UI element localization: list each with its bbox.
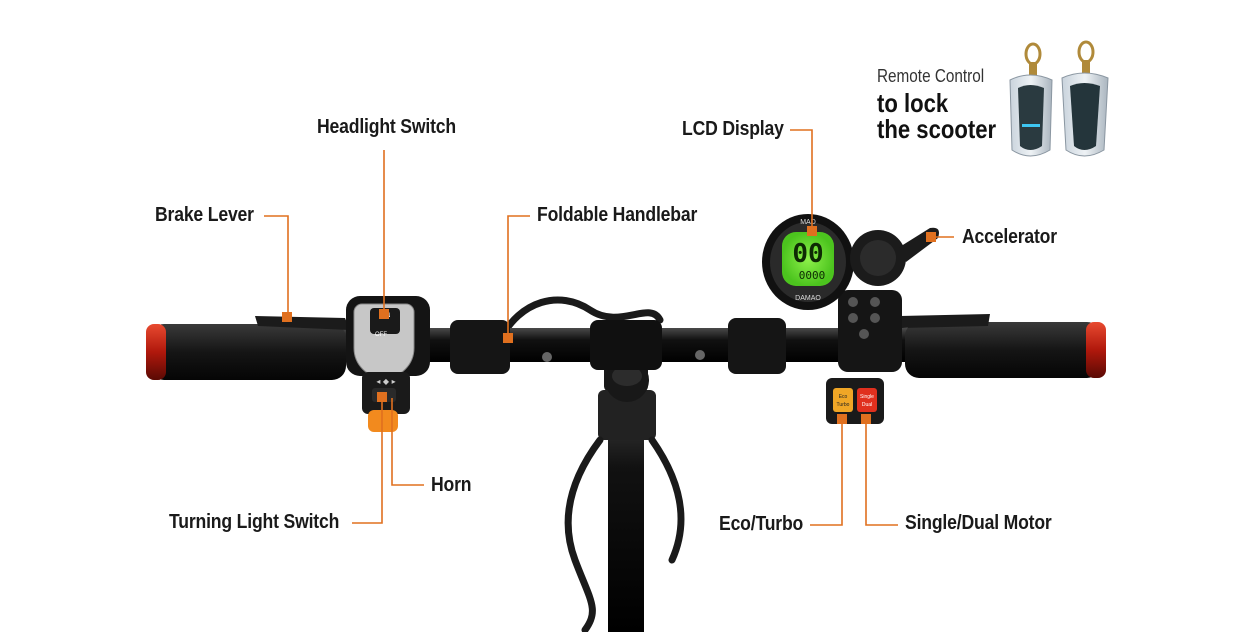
eco-turbo-button[interactable] xyxy=(833,388,853,412)
leader-foldable-handlebar xyxy=(507,215,530,337)
right-control-block xyxy=(838,290,902,372)
lcd-speed: 00 xyxy=(792,239,823,269)
label-turning-light-switch: Turning Light Switch xyxy=(169,511,340,533)
marker-single-dual xyxy=(861,414,871,424)
remote-control-caption: Remote Control xyxy=(877,66,985,86)
label-lcd-display: LCD Display xyxy=(682,118,784,140)
remote-lock-line2: the scooter xyxy=(877,114,997,144)
label-single-dual-motor: Single/Dual Motor xyxy=(905,512,1052,534)
leader-horn xyxy=(391,398,424,486)
leader-lcd-display xyxy=(790,129,813,230)
marker-brake-lever xyxy=(282,312,292,322)
stem-clamp xyxy=(590,320,662,370)
markers xyxy=(282,226,936,424)
lcd-odometer: 0000 xyxy=(799,269,826,282)
brake-lever-left xyxy=(255,316,350,330)
remote-fob-left xyxy=(1009,42,1053,157)
marker-accelerator xyxy=(926,232,936,242)
right-grip xyxy=(905,322,1106,378)
remote-lock-caption: to lock the scooter xyxy=(877,90,996,142)
marker-lcd-display xyxy=(807,226,817,236)
label-eco-turbo: Eco/Turbo xyxy=(719,513,804,535)
bolt-icon xyxy=(695,350,705,360)
marker-foldable-handlebar xyxy=(503,333,513,343)
folding-clamp-left xyxy=(450,320,510,374)
eco-label: Eco xyxy=(839,394,848,400)
left-grip xyxy=(146,324,346,380)
leader-turning-light xyxy=(352,398,383,524)
turn-arrows-icon: ◂ ◆ ▸ xyxy=(376,377,395,386)
horn-button[interactable] xyxy=(368,410,398,432)
brake-lever-right xyxy=(900,314,990,328)
coiled-cable xyxy=(496,296,685,632)
label-horn: Horn xyxy=(431,474,472,496)
single-label: Single xyxy=(860,394,874,400)
steering-column xyxy=(598,330,656,632)
single-dual-button[interactable] xyxy=(857,388,877,412)
label-foldable-handlebar: Foldable Handlebar xyxy=(537,204,698,226)
remote-lock-line1: to lock xyxy=(877,88,949,118)
dual-label: Dual xyxy=(862,402,872,408)
remote-fob-right xyxy=(1061,40,1109,157)
headlight-switch[interactable]: ON OFF xyxy=(346,296,430,379)
marker-eco-turbo xyxy=(837,414,847,424)
label-accelerator: Accelerator xyxy=(962,226,1057,248)
leader-eco-turbo xyxy=(810,418,843,526)
leader-brake-lever xyxy=(264,215,289,316)
lcd-brand-bottom: DAMAO xyxy=(795,295,821,302)
switch-off-label: OFF xyxy=(375,332,387,338)
leader-single-dual xyxy=(865,418,898,526)
lcd-display: 00 0000 MAD DAMAO xyxy=(762,214,854,310)
label-headlight-switch: Headlight Switch xyxy=(317,116,456,138)
lcd-brand-top: MAD xyxy=(800,219,816,226)
bolt-icon xyxy=(542,352,552,362)
accelerator-throttle[interactable] xyxy=(850,227,939,286)
leader-lines xyxy=(264,129,954,526)
label-brake-lever: Brake Lever xyxy=(155,204,254,226)
turbo-label: Turbo xyxy=(837,402,850,408)
mode-button-pod: Eco Turbo Single Dual xyxy=(826,378,884,424)
marker-headlight-switch xyxy=(379,309,389,319)
folding-clamp-right xyxy=(728,318,786,374)
marker-turning-light xyxy=(377,392,387,402)
